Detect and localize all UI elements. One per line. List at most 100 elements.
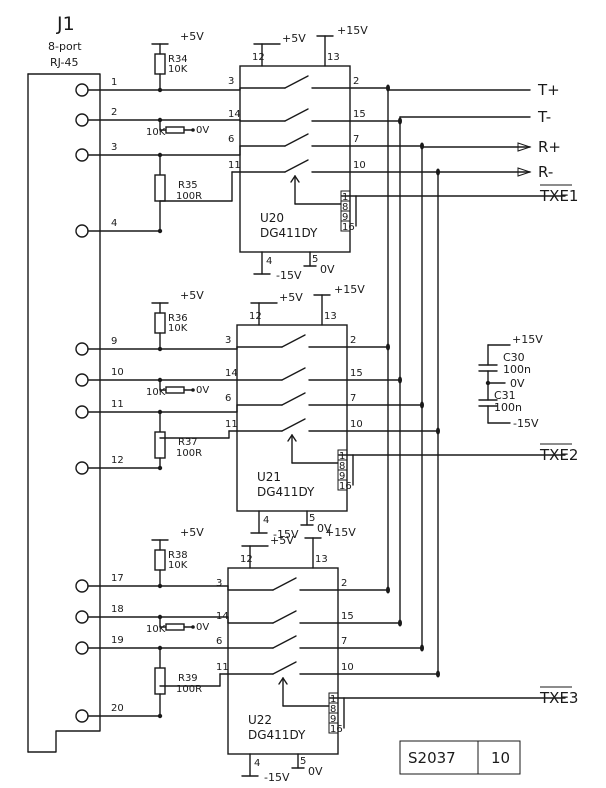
switch-ic-body [227,567,339,755]
switch-contact [272,577,297,591]
switch-ic-part: DG411DY [260,226,318,240]
switch-input-pin: 11 [225,419,238,430]
bus-arrow [517,167,532,177]
ctrl-pin-number: 16 [339,481,352,492]
vn-pin-number: 4 [254,758,260,769]
vn-net: -15V [264,771,290,784]
title-block: S2037 10 [399,740,521,775]
bus-junction [420,142,424,150]
connector-pin-number: 20 [111,703,124,714]
switch-output-pin: 2 [353,76,359,87]
gnd-net: 0V [308,765,323,778]
connector-pin-number: 10 [111,367,124,378]
ctrl-pin-box [328,722,339,734]
gnd-net: 0V [320,263,335,276]
sheet-number: 10 [491,749,510,767]
connector-outline [27,73,101,753]
gnd-pin-number: 5 [300,756,306,767]
ctrl-pin-number: 8 [342,202,348,213]
termination-ref: R39 [178,673,198,684]
ctrl-pin-number: 16 [342,222,355,233]
decoupling-caps: +15V C30 100n 0V C31 100n -15V [478,333,543,430]
vdd-pin-number: 12 [240,554,253,565]
gnd-net: 0V [317,522,332,535]
connector-pin-17 [75,579,89,593]
pullup-resistor [154,549,166,571]
switch-output-pin: 10 [341,662,354,673]
ctrl-arrow-head-l [290,175,296,183]
connector-pin-number: 19 [111,635,124,646]
switch-contact [272,635,297,649]
ctrl-pin-number: 9 [330,714,336,725]
c31-value: 100n [494,401,522,414]
connector-pin-18 [75,610,89,624]
switch-output-pin: 10 [353,160,366,171]
pullup-net: +5V [180,526,204,539]
divider-ground-node [191,388,195,392]
divider-net: 0V [196,622,209,633]
switch-output-pin: 7 [350,393,356,404]
enable-net: TXE2 [539,446,578,464]
ctrl-arrow-head-l [278,677,284,685]
pullup-ref: R36 [168,313,188,324]
switch-input-pin: 3 [216,578,222,589]
ctrl-arrow-head-l [287,434,293,442]
vn-pin-number: 4 [266,256,272,267]
mid-net: 0V [510,377,525,390]
vp-pin-number: 13 [315,554,328,565]
switch-input-pin: 14 [225,368,238,379]
switch-ic-body [236,324,348,512]
switch-ic-part: DG411DY [257,485,315,499]
vdd-net: +5V [282,32,306,45]
pullup-value: 10K [168,323,188,334]
ctrl-arrow-head-r [282,677,288,685]
vdd-pin-number: 12 [252,52,265,63]
vn-net: -15V [276,269,302,282]
termination-ref: R37 [178,437,198,448]
vp-net: +15V [334,283,365,296]
switch-input-pin: 11 [228,160,241,171]
pullup-net: +5V [180,289,204,302]
pullup-resistor [154,312,166,334]
vn-pin-number: 4 [263,515,269,526]
connector-desc-2: RJ-45 [50,56,78,69]
vdd-net: +5V [279,291,303,304]
divider-resistor [165,386,185,394]
pullup-node [157,87,163,93]
termination-node-bottom [157,228,163,234]
switch-input-pin: 3 [228,76,234,87]
ctrl-pin-number: 1 [342,192,348,203]
switch-ic-ref: U22 [248,713,272,727]
switch-contact [272,661,297,675]
termination-resistor [154,174,166,202]
connector-pin-12 [75,461,89,475]
ctrl-pin-number: 8 [330,704,336,715]
connector-desc-1: 8-port [48,40,82,53]
divider-net: 0V [196,385,209,396]
divider-resistor [165,623,185,631]
connector-pin-number: 2 [111,107,117,118]
ctrl-arrow-head-r [294,175,300,183]
pullup-ref: R34 [168,54,188,65]
connector-pin-number: 17 [111,573,124,584]
switch-contact [281,334,306,348]
switch-output-pin: 7 [353,134,359,145]
connector-pin-number: 18 [111,604,124,615]
ctrl-pin-number: 9 [339,471,345,482]
drawing-number: S2037 [408,749,456,767]
connector-pin-19 [75,641,89,655]
termination-node-bottom [157,465,163,471]
c30-value: 100n [503,363,531,376]
mid-node [485,380,491,386]
enable-net: TXE3 [539,689,578,707]
ctrl-pin-number: 9 [342,212,348,223]
connector-pin-20 [75,709,89,723]
pullup-value: 10K [168,560,188,571]
bus-net-label: T- [537,108,551,126]
connector-pin-1 [75,83,89,97]
ctrl-arrow-head-r [291,434,297,442]
ctrl-pin-number: 16 [330,724,343,735]
bus-nets: T+T-R+R- [387,81,561,675]
switch-output-pin: 15 [350,368,363,379]
